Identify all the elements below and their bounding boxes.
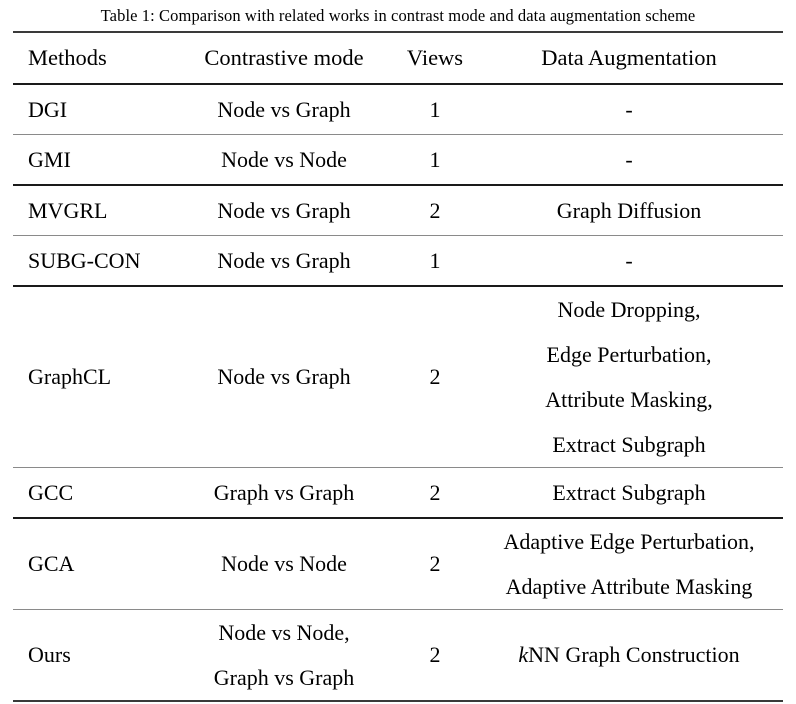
augmentation-line: Attribute Masking, xyxy=(545,387,713,412)
table-row: GCA Node vs Node 2 Adaptive Edge Perturb… xyxy=(13,519,783,610)
table-row-ours: Ours Node vs Node, Graph vs Graph 2 kNN … xyxy=(13,610,783,701)
cell-method: MVGRL xyxy=(28,197,108,223)
row-divider xyxy=(13,609,783,610)
table-header-row: Methods Contrastive mode Views Data Augm… xyxy=(13,33,783,84)
cell-method: GMI xyxy=(28,146,71,172)
augmentation-line: Node Dropping, xyxy=(557,297,701,322)
row-divider xyxy=(13,467,783,468)
table-row: GraphCL Node vs Graph 2 Node Dropping, E… xyxy=(13,287,783,468)
cell-method: DGI xyxy=(28,96,68,122)
table-row: SUBG-CON Node vs Graph 1 - xyxy=(13,236,783,286)
cell-method: SUBG-CON xyxy=(28,247,141,273)
cell-mode: Node vs Node xyxy=(221,551,347,576)
cell-mode: Node vs Node xyxy=(221,146,347,172)
cell-views: 1 xyxy=(429,146,441,172)
cell-views: 2 xyxy=(429,197,441,223)
knn-italic-k: k xyxy=(518,642,529,667)
cell-mode: Node vs Node, Graph vs Graph xyxy=(173,610,395,701)
column-header-methods: Methods xyxy=(28,45,107,70)
column-header-views: Views xyxy=(406,45,464,70)
augmentation-line: Extract Subgraph xyxy=(552,432,706,457)
cell-views: 2 xyxy=(429,642,441,667)
table-row: GCC Graph vs Graph 2 Extract Subgraph xyxy=(13,468,783,518)
table-caption: Table 1: Comparison with related works i… xyxy=(100,6,696,25)
cell-method: Ours xyxy=(28,642,71,667)
cell-mode: Node vs Graph xyxy=(217,96,351,122)
cell-augmentation: Extract Subgraph xyxy=(552,479,706,505)
row-divider xyxy=(13,134,783,135)
column-header-contrastive-mode: Contrastive mode xyxy=(204,45,364,70)
cell-augmentation: - xyxy=(625,247,633,273)
mode-line: Graph vs Graph xyxy=(213,665,355,690)
cell-views: 2 xyxy=(429,551,441,576)
mode-line: Node vs Node, xyxy=(218,620,350,645)
cell-augmentation: - xyxy=(625,146,633,172)
cell-mode: Node vs Graph xyxy=(217,197,351,223)
column-header-data-augmentation: Data Augmentation xyxy=(541,45,717,70)
cell-views: 2 xyxy=(429,479,441,505)
table-row: DGI Node vs Graph 1 - xyxy=(13,85,783,135)
cell-augmentation: Adaptive Edge Perturbation, Adaptive Att… xyxy=(475,519,783,610)
cell-views: 2 xyxy=(429,364,441,389)
comparison-table: Methods Contrastive mode Views Data Augm… xyxy=(13,31,783,703)
knn-rest: NN Graph Construction xyxy=(528,642,740,667)
table-row: GMI Node vs Node 1 - xyxy=(13,135,783,185)
cell-augmentation: - xyxy=(625,96,633,122)
cell-mode: Node vs Graph xyxy=(217,247,351,273)
cell-augmentation: Graph Diffusion xyxy=(556,197,702,223)
cell-mode: Node vs Graph xyxy=(217,364,351,389)
table-bottom-rule xyxy=(13,700,783,703)
cell-views: 1 xyxy=(429,247,441,273)
cell-views: 1 xyxy=(429,96,441,122)
augmentation-line: Adaptive Attribute Masking xyxy=(505,574,753,599)
table-row: MVGRL Node vs Graph 2 Graph Diffusion xyxy=(13,186,783,236)
augmentation-line: Adaptive Edge Perturbation, xyxy=(503,529,755,554)
cell-augmentation: Node Dropping, Edge Perturbation, Attrib… xyxy=(475,287,783,468)
cell-mode: Graph vs Graph xyxy=(213,479,355,505)
augmentation-line: Edge Perturbation, xyxy=(546,342,712,367)
row-divider xyxy=(13,235,783,236)
cell-method: GCA xyxy=(28,551,75,576)
cell-augmentation: kNN Graph Construction xyxy=(475,610,783,701)
cell-method: GraphCL xyxy=(28,364,112,389)
cell-method: GCC xyxy=(28,479,74,505)
